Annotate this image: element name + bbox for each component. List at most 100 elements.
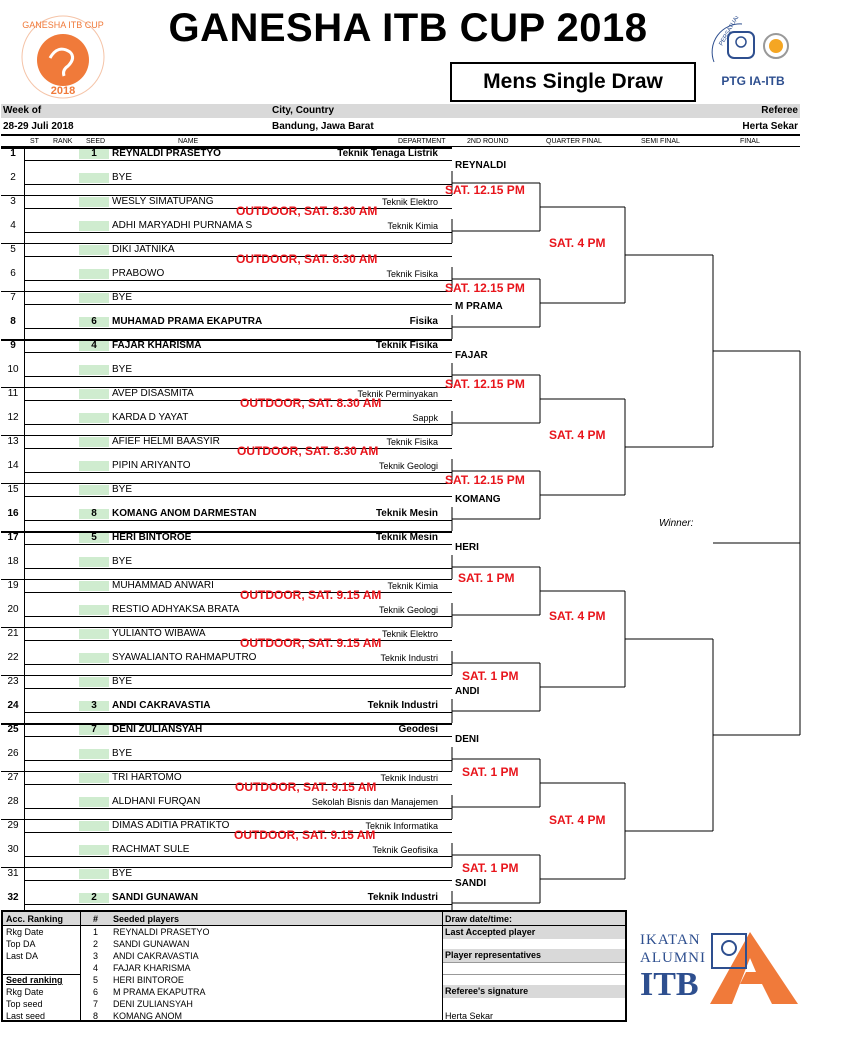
draw-row-line — [24, 579, 452, 593]
seed-cell — [79, 413, 109, 423]
player-name: BYE — [112, 676, 133, 687]
draw-row-line — [24, 507, 452, 521]
seed-cell — [79, 821, 109, 831]
player-department: Teknik Mesin — [375, 508, 438, 519]
draw-position: 26 — [7, 748, 19, 759]
draw-position: 13 — [7, 436, 19, 447]
week-label: Week of — [3, 105, 42, 116]
seeded-number: 3 — [93, 951, 99, 961]
draw-pair-divider — [1, 147, 452, 149]
player-department: Teknik Industri — [380, 773, 438, 783]
col-quarter-final: QUARTER FINAL — [546, 138, 602, 145]
draw-position: 17 — [7, 532, 19, 543]
draw-row-line — [24, 195, 452, 209]
seed-row-top-seed: Top seed — [6, 999, 43, 1009]
draw-row-line — [24, 555, 452, 569]
seed-cell — [79, 557, 109, 567]
player-name: MUHAMAD PRAMA EKAPUTRA — [112, 316, 263, 327]
first-round-schedule: OUTDOOR, SAT. 9.15 AM — [235, 780, 377, 794]
player-department: Teknik Tenaga Listrik — [337, 148, 438, 159]
ganesha-cup-logo: 2018 GANESHA ITB CUP — [20, 14, 106, 100]
player-department: Teknik Elektro — [381, 629, 438, 639]
draw-position: 18 — [7, 556, 19, 567]
player-department: Teknik Informatika — [365, 821, 438, 831]
seed-number: 6 — [91, 316, 97, 327]
draw-pair-divider — [1, 867, 452, 868]
player-department: Teknik Fisika — [386, 437, 438, 447]
draw-pair-divider — [1, 531, 452, 533]
ia-itb-line2: ALUMNI — [640, 950, 706, 966]
seed-cell — [79, 701, 109, 711]
draw-position: 24 — [7, 700, 19, 711]
draw-row-line — [24, 291, 452, 305]
acc-row-top-da: Top DA — [6, 939, 36, 949]
city-label: City, Country — [272, 105, 335, 116]
first-round-schedule: OUTDOOR, SAT. 8.30 AM — [237, 444, 379, 458]
player-department: Teknik Industri — [367, 892, 438, 903]
draw-pair-divider — [1, 675, 452, 676]
col-name: NAME — [178, 138, 199, 145]
draw-row-line — [24, 411, 452, 425]
seed-cell — [79, 221, 109, 231]
draw-pair-divider — [1, 339, 452, 341]
quarter-final-time: SAT. 4 PM — [549, 428, 606, 442]
acc-ranking-title: Acc. Ranking — [6, 914, 64, 924]
draw-row-line — [24, 147, 452, 161]
player-name: SANDI GUNAWAN — [112, 892, 199, 903]
draw-row-line — [24, 363, 452, 377]
draw-row-line — [24, 795, 452, 809]
page-title: GANESHA ITB CUP 2018 — [168, 6, 648, 50]
draw-row-line — [24, 603, 452, 617]
draw-position: 3 — [10, 196, 16, 207]
second-round-winner: M PRAMA — [455, 301, 503, 312]
seed-cell — [79, 509, 109, 519]
col-2nd-round: 2ND ROUND — [467, 138, 509, 145]
seeded-title: Seeded players — [113, 914, 180, 924]
quarter-final-time: SAT. 4 PM — [549, 236, 606, 250]
draw-position: 21 — [7, 628, 19, 639]
col-department: DEPARTMENT — [398, 138, 446, 145]
seeded-number: 8 — [93, 1011, 99, 1021]
seed-cell — [79, 389, 109, 399]
seed-cell — [79, 581, 109, 591]
seed-cell — [79, 629, 109, 639]
player-department: Teknik Kimia — [387, 581, 438, 591]
second-round-time: SAT. 1 PM — [462, 669, 519, 683]
quarter-final-time: SAT. 4 PM — [549, 609, 606, 623]
draw-row-line — [24, 747, 452, 761]
player-department: Teknik Geologi — [378, 461, 438, 471]
player-name: RACHMAT SULE — [112, 844, 190, 855]
seed-number: 2 — [91, 892, 97, 903]
bottom-divider-2 — [442, 912, 443, 1020]
bracket-lines — [451, 171, 801, 910]
draw-pair-divider — [1, 627, 452, 628]
player-department: Sekolah Bisnis dan Manajemen — [311, 797, 438, 807]
draw-position: 12 — [7, 412, 19, 423]
draw-row-line — [24, 891, 452, 905]
draw-pair-divider — [1, 435, 452, 436]
referee-value: Herta Sekar — [742, 121, 798, 132]
seed-cell — [79, 845, 109, 855]
first-round-schedule: OUTDOOR, SAT. 9.15 AM — [240, 588, 382, 602]
seed-cell — [79, 869, 109, 879]
bottom-right-band-2 — [443, 949, 625, 962]
draw-position: 6 — [10, 268, 16, 279]
draw-pair-divider — [1, 243, 452, 244]
draw-row-line — [24, 483, 452, 497]
seeded-name: KOMANG ANOM — [113, 1011, 183, 1021]
seed-cell — [79, 197, 109, 207]
draw-row-line — [24, 675, 452, 689]
bottom-table: Acc. Ranking # Seeded players Draw date/… — [1, 910, 627, 1022]
player-department: Teknik Fisika — [386, 269, 438, 279]
seeded-name: HERI BINTOROE — [113, 975, 184, 985]
draw-row-line — [24, 819, 452, 833]
draw-position: 32 — [7, 892, 19, 903]
draw-row-line — [24, 171, 452, 185]
player-name: HERI BINTOROE — [112, 532, 192, 543]
draw-position: 10 — [7, 364, 19, 375]
draw-row-line — [24, 243, 452, 257]
seeded-name: SANDI GUNAWAN — [113, 939, 190, 949]
col-st: ST — [30, 138, 39, 145]
first-round-schedule: OUTDOOR, SAT. 8.30 AM — [236, 204, 378, 218]
player-department: Teknik Industri — [367, 700, 438, 711]
